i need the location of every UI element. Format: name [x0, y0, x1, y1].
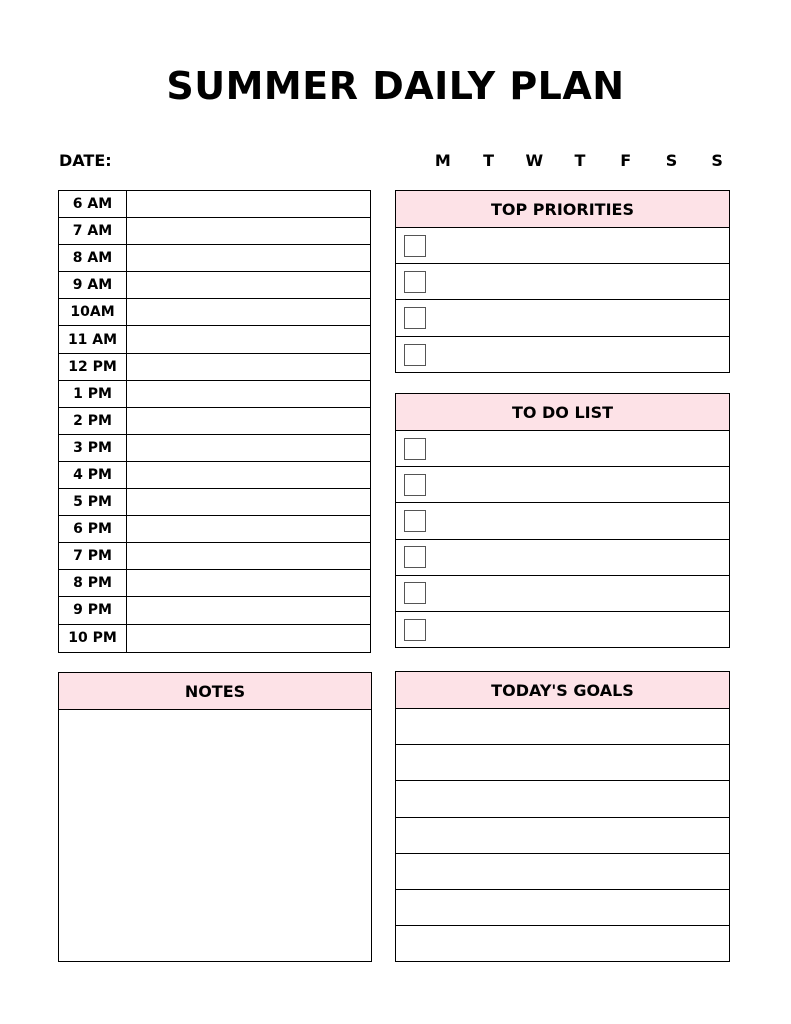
schedule-row: 8 PM	[59, 570, 370, 598]
checkbox[interactable]	[404, 343, 426, 366]
todo-row[interactable]	[396, 431, 729, 468]
schedule-time: 1 PM	[59, 380, 127, 407]
todo-row[interactable]	[396, 576, 729, 612]
schedule-time: 3 PM	[59, 434, 127, 461]
weekday-wednesday[interactable]: W	[525, 151, 544, 170]
weekday-selector: M T W T F S S	[420, 151, 740, 170]
todays-goals-heading: TODAY'S GOALS	[396, 672, 729, 709]
schedule-time: 4 PM	[59, 461, 127, 489]
schedule-time: 6 AM	[59, 191, 127, 218]
schedule-entry[interactable]	[127, 435, 370, 461]
schedule-row: 2 PM	[59, 407, 370, 435]
checkbox[interactable]	[404, 546, 426, 569]
schedule-entry[interactable]	[127, 272, 370, 298]
schedule-row: 4 PM	[59, 461, 370, 490]
weekday-saturday[interactable]: S	[665, 151, 678, 170]
schedule-time: 10 PM	[59, 624, 127, 652]
schedule-row: 6 PM	[59, 516, 370, 544]
top-priorities-box: TOP PRIORITIES	[395, 190, 730, 373]
todo-row[interactable]	[396, 612, 729, 648]
schedule-row: 8 AM	[59, 245, 370, 273]
schedule-entry[interactable]	[127, 462, 370, 488]
checkbox[interactable]	[404, 619, 426, 642]
weekday-friday[interactable]: F	[620, 151, 632, 170]
priority-row[interactable]	[396, 228, 729, 265]
notes-area[interactable]	[59, 710, 371, 961]
goal-row[interactable]	[396, 781, 729, 818]
date-label: DATE:	[59, 151, 112, 170]
checkbox[interactable]	[404, 437, 426, 460]
priority-row[interactable]	[396, 337, 729, 373]
schedule-time: 12 PM	[59, 353, 127, 380]
goal-row[interactable]	[396, 890, 729, 927]
schedule-entry[interactable]	[127, 326, 370, 352]
schedule-row: 10 PM	[59, 624, 370, 652]
schedule-entry[interactable]	[127, 489, 370, 515]
weekday-thursday[interactable]: T	[574, 151, 586, 170]
checkbox[interactable]	[404, 473, 426, 496]
schedule-row: 3 PM	[59, 434, 370, 462]
schedule-entry[interactable]	[127, 543, 370, 569]
schedule-row: 9 AM	[59, 272, 370, 300]
notes-box: NOTES	[58, 672, 372, 962]
schedule-time: 2 PM	[59, 407, 127, 434]
checkbox[interactable]	[404, 509, 426, 532]
weekday-sunday[interactable]: S	[711, 151, 723, 170]
notes-heading: NOTES	[59, 673, 371, 710]
priority-row[interactable]	[396, 300, 729, 337]
schedule-time: 5 PM	[59, 489, 127, 516]
schedule-entry[interactable]	[127, 191, 370, 217]
schedule-row: 7 PM	[59, 543, 370, 571]
schedule-row: 12 PM	[59, 353, 370, 381]
page-title: SUMMER DAILY PLAN	[166, 64, 625, 108]
schedule-time: 9 PM	[59, 597, 127, 624]
todo-row[interactable]	[396, 467, 729, 504]
schedule-entry[interactable]	[127, 381, 370, 407]
top-priorities-heading: TOP PRIORITIES	[396, 191, 729, 228]
schedule-time: 10AM	[59, 299, 127, 326]
checkbox[interactable]	[404, 234, 426, 257]
schedule-row: 6 AM	[59, 191, 370, 219]
weekday-tuesday[interactable]: T	[483, 151, 495, 170]
goal-row[interactable]	[396, 709, 729, 746]
priority-row[interactable]	[396, 264, 729, 301]
goal-row[interactable]	[396, 926, 729, 962]
schedule-row: 9 PM	[59, 597, 370, 625]
schedule-entry[interactable]	[127, 625, 370, 652]
schedule-row: 5 PM	[59, 489, 370, 517]
hourly-schedule: 6 AM 7 AM 8 AM 9 AM 10AM 11 AM 12 PM 1 P…	[58, 190, 371, 653]
checkbox[interactable]	[404, 270, 426, 293]
goal-row[interactable]	[396, 854, 729, 890]
todo-list-heading: TO DO LIST	[396, 394, 729, 431]
schedule-entry[interactable]	[127, 408, 370, 434]
goal-row[interactable]	[396, 745, 729, 782]
todo-row[interactable]	[396, 503, 729, 540]
schedule-time: 7 AM	[59, 218, 127, 245]
checkbox[interactable]	[404, 582, 426, 605]
checkbox[interactable]	[404, 306, 426, 329]
schedule-time: 6 PM	[59, 516, 127, 543]
schedule-entry[interactable]	[127, 570, 370, 596]
todo-list-box: TO DO LIST	[395, 393, 730, 648]
schedule-row: 11 AM	[59, 326, 370, 354]
schedule-entry[interactable]	[127, 597, 370, 623]
todays-goals-box: TODAY'S GOALS	[395, 671, 730, 962]
schedule-time: 9 AM	[59, 272, 127, 299]
schedule-time: 8 PM	[59, 570, 127, 597]
schedule-entry[interactable]	[127, 354, 370, 380]
schedule-entry[interactable]	[127, 299, 370, 325]
goal-row[interactable]	[396, 818, 729, 854]
schedule-row: 1 PM	[59, 380, 370, 408]
schedule-time: 11 AM	[59, 326, 127, 353]
todo-row[interactable]	[396, 540, 729, 576]
schedule-time: 7 PM	[59, 543, 127, 570]
schedule-time: 8 AM	[59, 245, 127, 272]
schedule-row: 10AM	[59, 299, 370, 327]
schedule-entry[interactable]	[127, 245, 370, 271]
schedule-row: 7 AM	[59, 218, 370, 246]
weekday-monday[interactable]: M	[434, 151, 451, 170]
schedule-entry[interactable]	[127, 516, 370, 542]
schedule-entry[interactable]	[127, 218, 370, 244]
